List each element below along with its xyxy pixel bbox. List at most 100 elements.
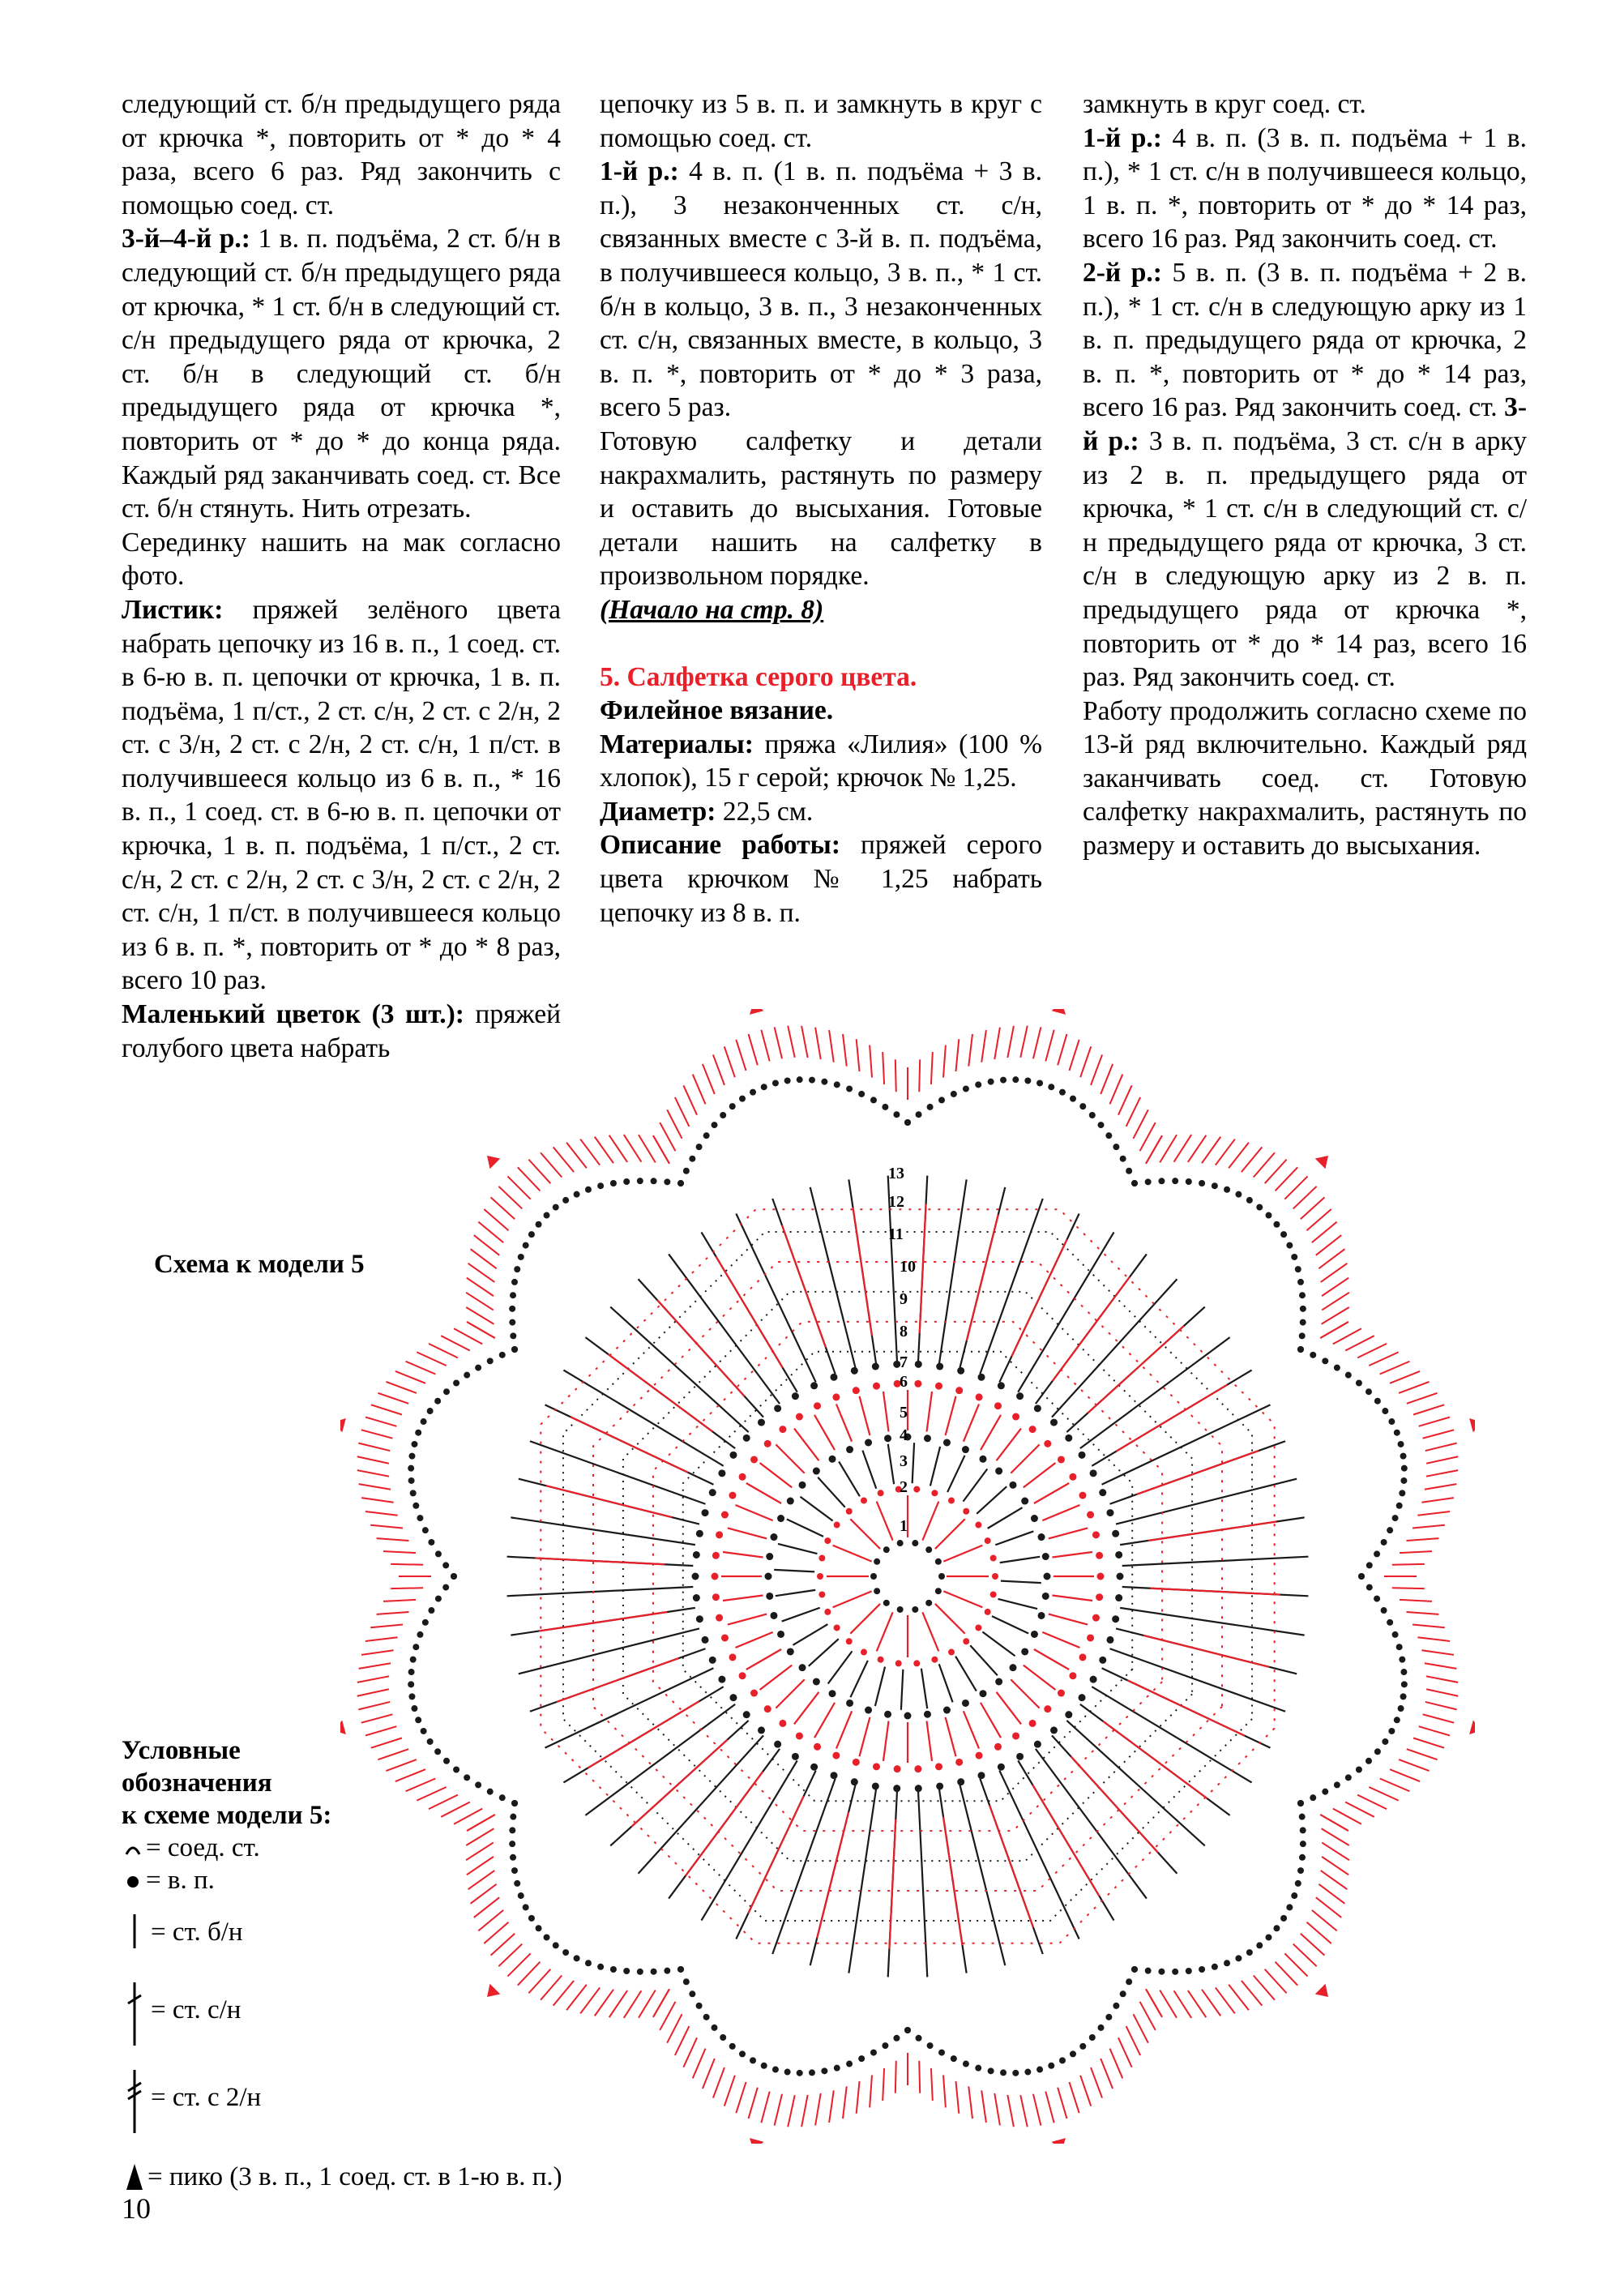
chain-dot <box>535 1925 542 1932</box>
chain-dot <box>808 2069 815 2076</box>
stitch-mark <box>1368 1786 1400 1802</box>
chain-dot <box>729 1491 737 1499</box>
chain-dot <box>426 1408 434 1415</box>
stitch-mark <box>999 1555 1041 1564</box>
chain-dot <box>923 1434 931 1443</box>
stitch-mark <box>894 1059 897 1092</box>
chain-dot <box>770 1533 778 1541</box>
chain-dot <box>1028 1426 1036 1434</box>
stitch-mark <box>395 1370 426 1384</box>
chain-dot <box>1382 1408 1389 1415</box>
chain-dot <box>1291 1253 1298 1260</box>
chain-dot <box>858 1090 865 1097</box>
paragraph-text: Готовую салфетку и детали накрахмалить, … <box>600 425 1042 592</box>
chain-dot <box>913 1660 921 1667</box>
stitch-mark <box>365 1511 398 1516</box>
picot-icon <box>126 2164 143 2190</box>
chain-dot <box>914 1765 922 1773</box>
chain-dot <box>434 1397 442 1405</box>
chain-dot <box>703 2013 710 2020</box>
chain-dot <box>1280 1231 1288 1238</box>
stitch-mark <box>976 1486 1007 1515</box>
stitch-mark <box>1344 1801 1375 1818</box>
chain-dot <box>845 1638 853 1645</box>
chain-dot <box>808 1076 815 1084</box>
chain-dot <box>1050 1726 1058 1734</box>
stitch-mark <box>1398 1381 1430 1394</box>
stitch-mark <box>691 2048 707 2079</box>
stitch-mark <box>1319 1321 1349 1339</box>
stitch-mark <box>1300 1932 1326 1956</box>
stitch-mark <box>1215 1986 1236 2015</box>
stitch-mark <box>1109 1648 1286 1712</box>
chain-dot <box>904 1712 912 1720</box>
stitch-mark <box>1032 1784 1101 1897</box>
paragraph: Диаметр: 22,5 см. <box>600 795 1042 829</box>
chain-dot <box>1000 2069 1007 2076</box>
chain-dot <box>1012 1413 1020 1421</box>
stitch-mark <box>570 1416 689 1473</box>
text-column-1: следующий ст. б/н предыдущего ряда от кр… <box>122 88 561 1065</box>
stitch-mark <box>858 1396 871 1436</box>
chain-dot <box>1033 1740 1041 1748</box>
stitch-mark <box>965 1214 999 1341</box>
stitch-mark <box>942 1544 983 1563</box>
chain-dot <box>865 1706 873 1714</box>
chain-dot <box>486 1788 494 1795</box>
chain-dot <box>1391 1631 1399 1638</box>
paragraph: 3-й–4-й р.: 1 в. п. подъёма, 2 ст. б/н в… <box>122 222 561 525</box>
spacer <box>600 627 1042 661</box>
chain-dot <box>1106 1509 1114 1517</box>
stitch-mark <box>1017 1231 1115 1393</box>
stitch-mark <box>465 1841 494 1862</box>
chain-dot <box>817 1573 823 1580</box>
stitch-mark <box>1122 1555 1309 1567</box>
chain-dot <box>893 1379 901 1387</box>
chain-dot <box>511 1278 518 1285</box>
row-number-label: 8 <box>900 1323 908 1340</box>
row-number-label: 13 <box>888 1165 904 1182</box>
chain-dot <box>774 1740 782 1748</box>
stitch-mark <box>995 1427 1022 1461</box>
chain-dot <box>784 1077 791 1084</box>
treble-crochet-icon <box>127 2070 142 2133</box>
stitch-mark <box>991 1615 1029 1635</box>
stitch-mark <box>942 2075 947 2108</box>
stitch-mark <box>466 1856 494 1876</box>
chain-dot <box>514 1266 521 1273</box>
chain-dot <box>742 1434 750 1442</box>
chain-dot <box>552 1204 559 1211</box>
stitch-mark <box>799 1495 834 1522</box>
chain-dot <box>1333 1364 1340 1371</box>
chain-dot <box>893 1360 901 1368</box>
chain-dot <box>1116 1572 1124 1580</box>
paragraph: Работу продолжить согласно схеме по 13-й… <box>1083 695 1527 862</box>
chain-dot <box>1158 1968 1165 1975</box>
stitch-mark <box>925 1391 934 1432</box>
chain-dot <box>443 1757 451 1764</box>
chain-dot <box>415 1717 422 1724</box>
chain-dot <box>1395 1644 1403 1651</box>
chain-dot <box>915 1111 922 1118</box>
stitch-mark <box>842 2086 848 2119</box>
stitch-mark <box>817 1477 846 1508</box>
chain-dot <box>716 1531 724 1539</box>
chain-dot <box>1256 1204 1263 1211</box>
stitch-mark <box>440 1335 471 1352</box>
paragraph: следующий ст. б/н предыдущего ряда от кр… <box>122 89 561 220</box>
chain-dot <box>1033 1405 1041 1413</box>
paragraph-text: 5 в. п. (3 в. п. подъёма + 2 в. п.), * 1… <box>1083 257 1527 423</box>
chain-dot <box>475 1781 482 1789</box>
stitch-mark <box>1033 1482 1070 1504</box>
chain-dot <box>720 1634 729 1642</box>
picot-icon <box>1314 1155 1329 1169</box>
picot-icon <box>1469 1417 1475 1433</box>
chain-dot <box>774 1405 782 1413</box>
chain-dot <box>689 1990 696 1998</box>
chain-dot <box>562 1196 570 1204</box>
chain-dot <box>893 1111 900 1118</box>
chain-dot <box>1012 1732 1020 1740</box>
chain-dot <box>517 1892 524 1900</box>
chain-dot <box>1297 1867 1305 1875</box>
stitch-mark <box>1159 1134 1177 1163</box>
